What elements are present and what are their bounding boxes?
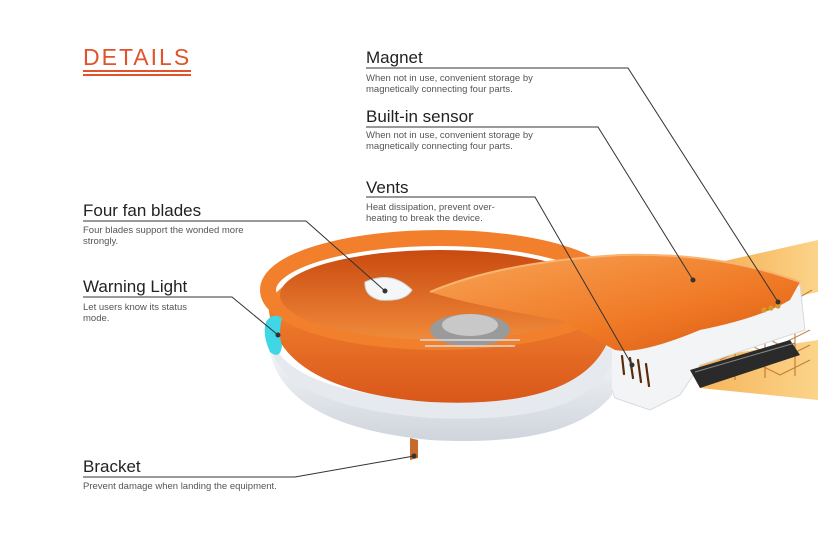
callout-desc-warning-light-1: Let users know its status [83, 302, 188, 313]
callout-desc-fan-blades-1: Four blades support the wonded more [83, 225, 244, 236]
callout-desc-sensor-2: magnetically connecting four parts. [366, 141, 513, 152]
callout-desc-sensor-1: When not in use, convenient storage by [366, 130, 533, 141]
vent-slots [620, 354, 651, 388]
callout-title-warning-light: Warning Light [83, 277, 188, 296]
callout-desc-magnet-1: When not in use, convenient storage by [366, 73, 533, 84]
warning-light-led [264, 315, 282, 355]
callout-desc-fan-blades-2: strongly. [83, 236, 119, 247]
callout-desc-magnet-2: magnetically connecting four parts. [366, 84, 513, 95]
callout-desc-vents-1: Heat dissipation, prevent over- [366, 202, 495, 213]
callout-title-bracket: Bracket [83, 457, 141, 476]
callout-title-fan-blades: Four fan blades [83, 201, 202, 220]
callout-desc-warning-light-2: mode. [83, 313, 110, 324]
callout-desc-vents-2: heating to break the device. [366, 213, 483, 224]
leader-lines [83, 67, 781, 478]
top-cover [430, 254, 800, 351]
title-underline-2 [83, 74, 191, 76]
magnet-dots [761, 303, 781, 313]
title-underline [83, 70, 191, 72]
callout-title-sensor: Built-in sensor [366, 107, 474, 126]
callout-desc-bracket-1: Prevent damage when landing the equipmen… [83, 481, 277, 492]
page-title: DETAILS [83, 44, 192, 70]
callout-title-magnet: Magnet [366, 48, 423, 67]
callout-title-vents: Vents [366, 178, 409, 197]
